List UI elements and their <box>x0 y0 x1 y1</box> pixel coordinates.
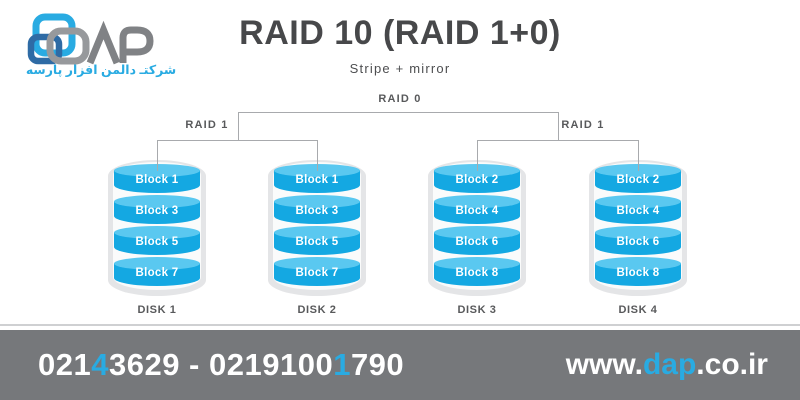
url-brand-accent: dap <box>642 348 697 381</box>
disk-4: Block 2 Block 4 Block 6 Block 8 DISK 4 <box>589 160 687 316</box>
disk2-connector-line <box>317 140 318 171</box>
url-segment: .co.ir <box>696 348 768 381</box>
disk1-connector-line <box>157 140 158 171</box>
block-label: Block 4 <box>616 205 660 217</box>
logo-tagline: شرکتـ دالمن افزار پارسه <box>25 63 177 77</box>
block-label: Block 3 <box>295 205 339 217</box>
disk-block: Block 8 <box>434 257 520 288</box>
block-label: Block 2 <box>455 174 499 186</box>
disk-block: Block 4 <box>595 195 681 226</box>
website-url: www.dap.co.ir <box>566 348 768 382</box>
raid0-label: RAID 0 <box>378 93 422 105</box>
phone-segment: 3629 - 0219100 <box>108 347 334 382</box>
disk-block: Block 5 <box>274 226 360 257</box>
raid1-left-horizontal-line <box>157 140 318 141</box>
phone-accent-digit: 1 <box>333 347 351 382</box>
block-label: Block 7 <box>295 267 339 279</box>
phone-accent-digit: 4 <box>91 347 109 382</box>
raid1-right-horizontal-line <box>477 140 639 141</box>
disk3-connector-line <box>477 140 478 171</box>
disk-3-cylinder: Block 2 Block 4 Block 6 Block 8 <box>428 160 526 296</box>
url-segment: www. <box>565 348 643 381</box>
disk-block: Block 6 <box>595 226 681 257</box>
disk-name: DISK 1 <box>137 304 177 316</box>
raid1-right-label: RAID 1 <box>561 119 605 131</box>
block-label: Block 4 <box>455 205 499 217</box>
phone-numbers: 02143629 - 02191001790 <box>38 347 404 383</box>
disk-block: Block 4 <box>434 195 520 226</box>
disk-block: Block 5 <box>114 226 200 257</box>
page-subtitle: Stripe + mirror <box>349 61 451 76</box>
dap-logo-mark <box>27 13 154 65</box>
raid0-horizontal-line <box>238 112 559 113</box>
block-label: Block 2 <box>616 174 660 186</box>
disk-2-cylinder: Block 1 Block 3 Block 5 Block 7 <box>268 160 366 296</box>
disk-1-cylinder: Block 1 Block 3 Block 5 Block 7 <box>108 160 206 296</box>
disk-1: Block 1 Block 3 Block 5 Block 7 DISK 1 <box>108 160 206 316</box>
disk-block: Block 3 <box>274 195 360 226</box>
block-label: Block 6 <box>455 236 499 248</box>
disk-block: Block 3 <box>114 195 200 226</box>
raid0-left-drop-line <box>238 112 239 141</box>
block-label: Block 8 <box>616 267 660 279</box>
phone-segment: 021 <box>38 347 92 382</box>
disk4-connector-line <box>638 140 639 171</box>
disk-name: DISK 4 <box>618 304 658 316</box>
footer-bar: 02143629 - 02191001790 www.dap.co.ir <box>0 330 800 400</box>
disk-name: DISK 2 <box>297 304 337 316</box>
disk-2: Block 1 Block 3 Block 5 Block 7 DISK 2 <box>268 160 366 316</box>
disk-block: Block 1 <box>274 164 360 195</box>
raid0-right-drop-line <box>558 112 559 141</box>
block-label: Block 3 <box>135 205 179 217</box>
disk-name: DISK 3 <box>457 304 497 316</box>
raid1-left-label: RAID 1 <box>185 119 229 131</box>
block-label: Block 5 <box>295 236 339 248</box>
block-label: Block 7 <box>135 267 179 279</box>
page-title: RAID 10 (RAID 1+0) <box>239 14 561 52</box>
disk-3: Block 2 Block 4 Block 6 Block 8 DISK 3 <box>428 160 526 316</box>
disk-4-cylinder: Block 2 Block 4 Block 6 Block 8 <box>589 160 687 296</box>
disk-block: Block 7 <box>114 257 200 288</box>
dap-logo <box>27 13 154 65</box>
block-label: Block 1 <box>135 174 179 186</box>
block-label: Block 5 <box>135 236 179 248</box>
block-label: Block 8 <box>455 267 499 279</box>
footer-divider-line <box>0 324 800 326</box>
block-label: Block 1 <box>295 174 339 186</box>
disk-block: Block 6 <box>434 226 520 257</box>
disk-block: Block 7 <box>274 257 360 288</box>
block-label: Block 6 <box>616 236 660 248</box>
disk-block: Block 8 <box>595 257 681 288</box>
phone-segment: 790 <box>350 347 405 382</box>
